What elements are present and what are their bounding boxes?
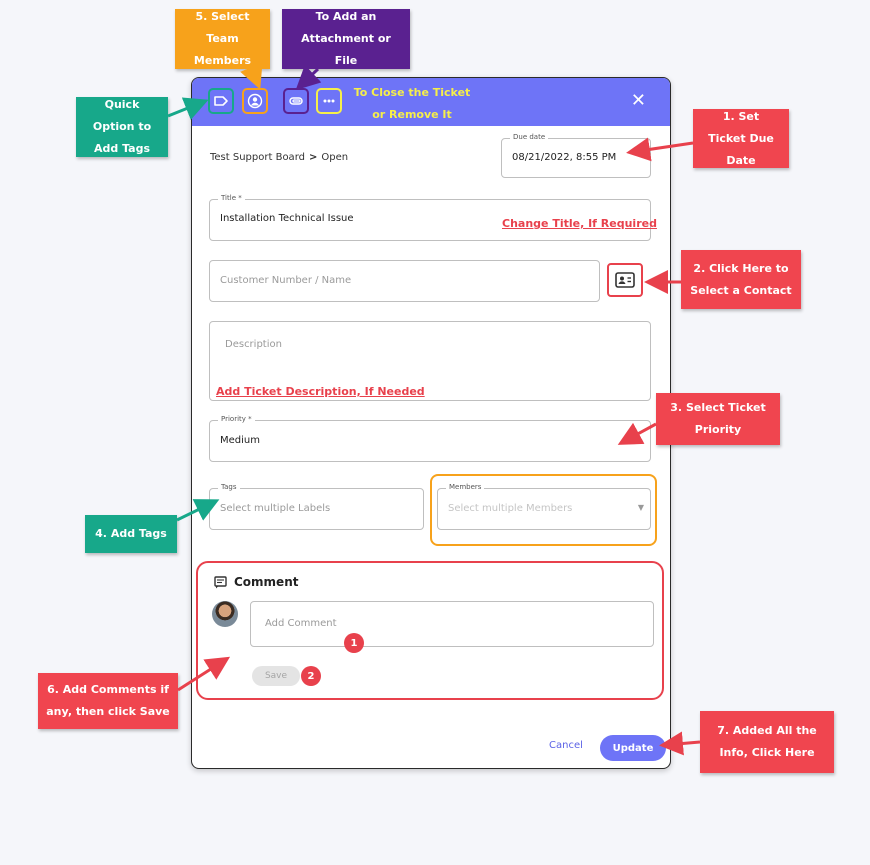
title-label: Title * bbox=[218, 194, 245, 202]
more-dots-icon bbox=[323, 99, 335, 103]
description-placeholder: Description bbox=[225, 339, 282, 350]
breadcrumb-separator: > bbox=[308, 152, 318, 163]
cancel-button[interactable]: Cancel bbox=[549, 740, 583, 751]
save-button[interactable]: Save bbox=[252, 666, 300, 686]
callout-attachment: To Add an Attachment or File bbox=[282, 9, 410, 69]
close-icon[interactable]: ✕ bbox=[630, 90, 646, 111]
title-field[interactable]: Title * Installation Technical Issue bbox=[209, 194, 651, 241]
description-hint: Add Ticket Description, If Needed bbox=[216, 385, 425, 398]
close-ticket-note: To Close the Ticket or Remove It bbox=[353, 86, 471, 121]
chevron-down-icon: ▼ bbox=[637, 503, 644, 512]
contact-card-icon bbox=[615, 272, 635, 288]
priority-label: Priority * bbox=[218, 415, 255, 423]
user-circle-icon bbox=[247, 93, 263, 109]
comment-icon bbox=[214, 575, 227, 588]
customer-input[interactable]: Customer Number / Name bbox=[209, 260, 600, 302]
members-placeholder: Select multiple Members bbox=[448, 503, 573, 514]
members-highlight bbox=[430, 474, 657, 546]
comment-placeholder: Add Comment bbox=[265, 618, 337, 629]
due-date-field[interactable]: Due date 08/21/2022, 8:55 PM bbox=[501, 133, 651, 178]
priority-select[interactable]: Priority * Medium bbox=[209, 415, 651, 462]
tags-label: Tags bbox=[218, 483, 240, 491]
step-badge-2: 2 bbox=[301, 666, 321, 686]
due-date-value: 08/21/2022, 8:55 PM bbox=[512, 152, 617, 163]
callout-update: 7. Added All the Info, Click Here bbox=[700, 711, 834, 773]
update-button[interactable]: Update bbox=[600, 735, 666, 761]
more-options-button[interactable] bbox=[316, 88, 342, 114]
members-select[interactable]: Members Select multiple Members ▼ bbox=[437, 483, 651, 530]
callout-add-tags: 4. Add Tags bbox=[85, 515, 177, 553]
attachment-button[interactable] bbox=[283, 88, 309, 114]
members-label: Members bbox=[446, 483, 485, 491]
modal-header: To Close the Ticket or Remove It ✕ bbox=[192, 78, 670, 126]
callout-priority: 3. Select Ticket Priority bbox=[656, 393, 780, 445]
title-value: Installation Technical Issue bbox=[220, 213, 354, 224]
members-button[interactable] bbox=[242, 88, 268, 114]
ticket-modal: To Close the Ticket or Remove It ✕ Test … bbox=[191, 77, 671, 769]
tag-icon bbox=[214, 96, 228, 106]
change-title-hint: Change Title, If Required bbox=[502, 217, 657, 230]
customer-placeholder: Customer Number / Name bbox=[220, 275, 352, 286]
priority-value: Medium bbox=[220, 435, 260, 446]
breadcrumb: Test Support Board>Open bbox=[210, 152, 348, 163]
tags-placeholder: Select multiple Labels bbox=[220, 503, 331, 514]
description-input[interactable]: Description bbox=[209, 321, 651, 401]
callout-due-date: 1. Set Ticket Due Date bbox=[693, 109, 789, 168]
callout-comments: 6. Add Comments if any, then click Save bbox=[38, 673, 178, 729]
step-badge-1: 1 bbox=[344, 633, 364, 653]
due-date-label: Due date bbox=[510, 133, 549, 141]
paperclip-icon bbox=[289, 97, 303, 105]
tag-button[interactable] bbox=[208, 88, 234, 114]
comment-input[interactable]: Add Comment bbox=[250, 601, 654, 647]
tags-select[interactable]: Tags Select multiple Labels bbox=[209, 483, 424, 530]
select-contact-button[interactable] bbox=[607, 263, 643, 297]
breadcrumb-status: Open bbox=[321, 152, 349, 163]
breadcrumb-board[interactable]: Test Support Board bbox=[210, 152, 305, 163]
callout-quick-tags: Quick Option to Add Tags bbox=[76, 97, 168, 157]
avatar bbox=[212, 601, 238, 627]
comment-section: Comment Add Comment 1 Save 2 bbox=[196, 561, 664, 700]
callout-select-contact: 2. Click Here to Select a Contact bbox=[681, 250, 801, 309]
comment-title: Comment bbox=[214, 575, 298, 589]
comment-title-text: Comment bbox=[234, 575, 299, 589]
callout-select-team: 5. Select Team Members bbox=[175, 9, 270, 69]
